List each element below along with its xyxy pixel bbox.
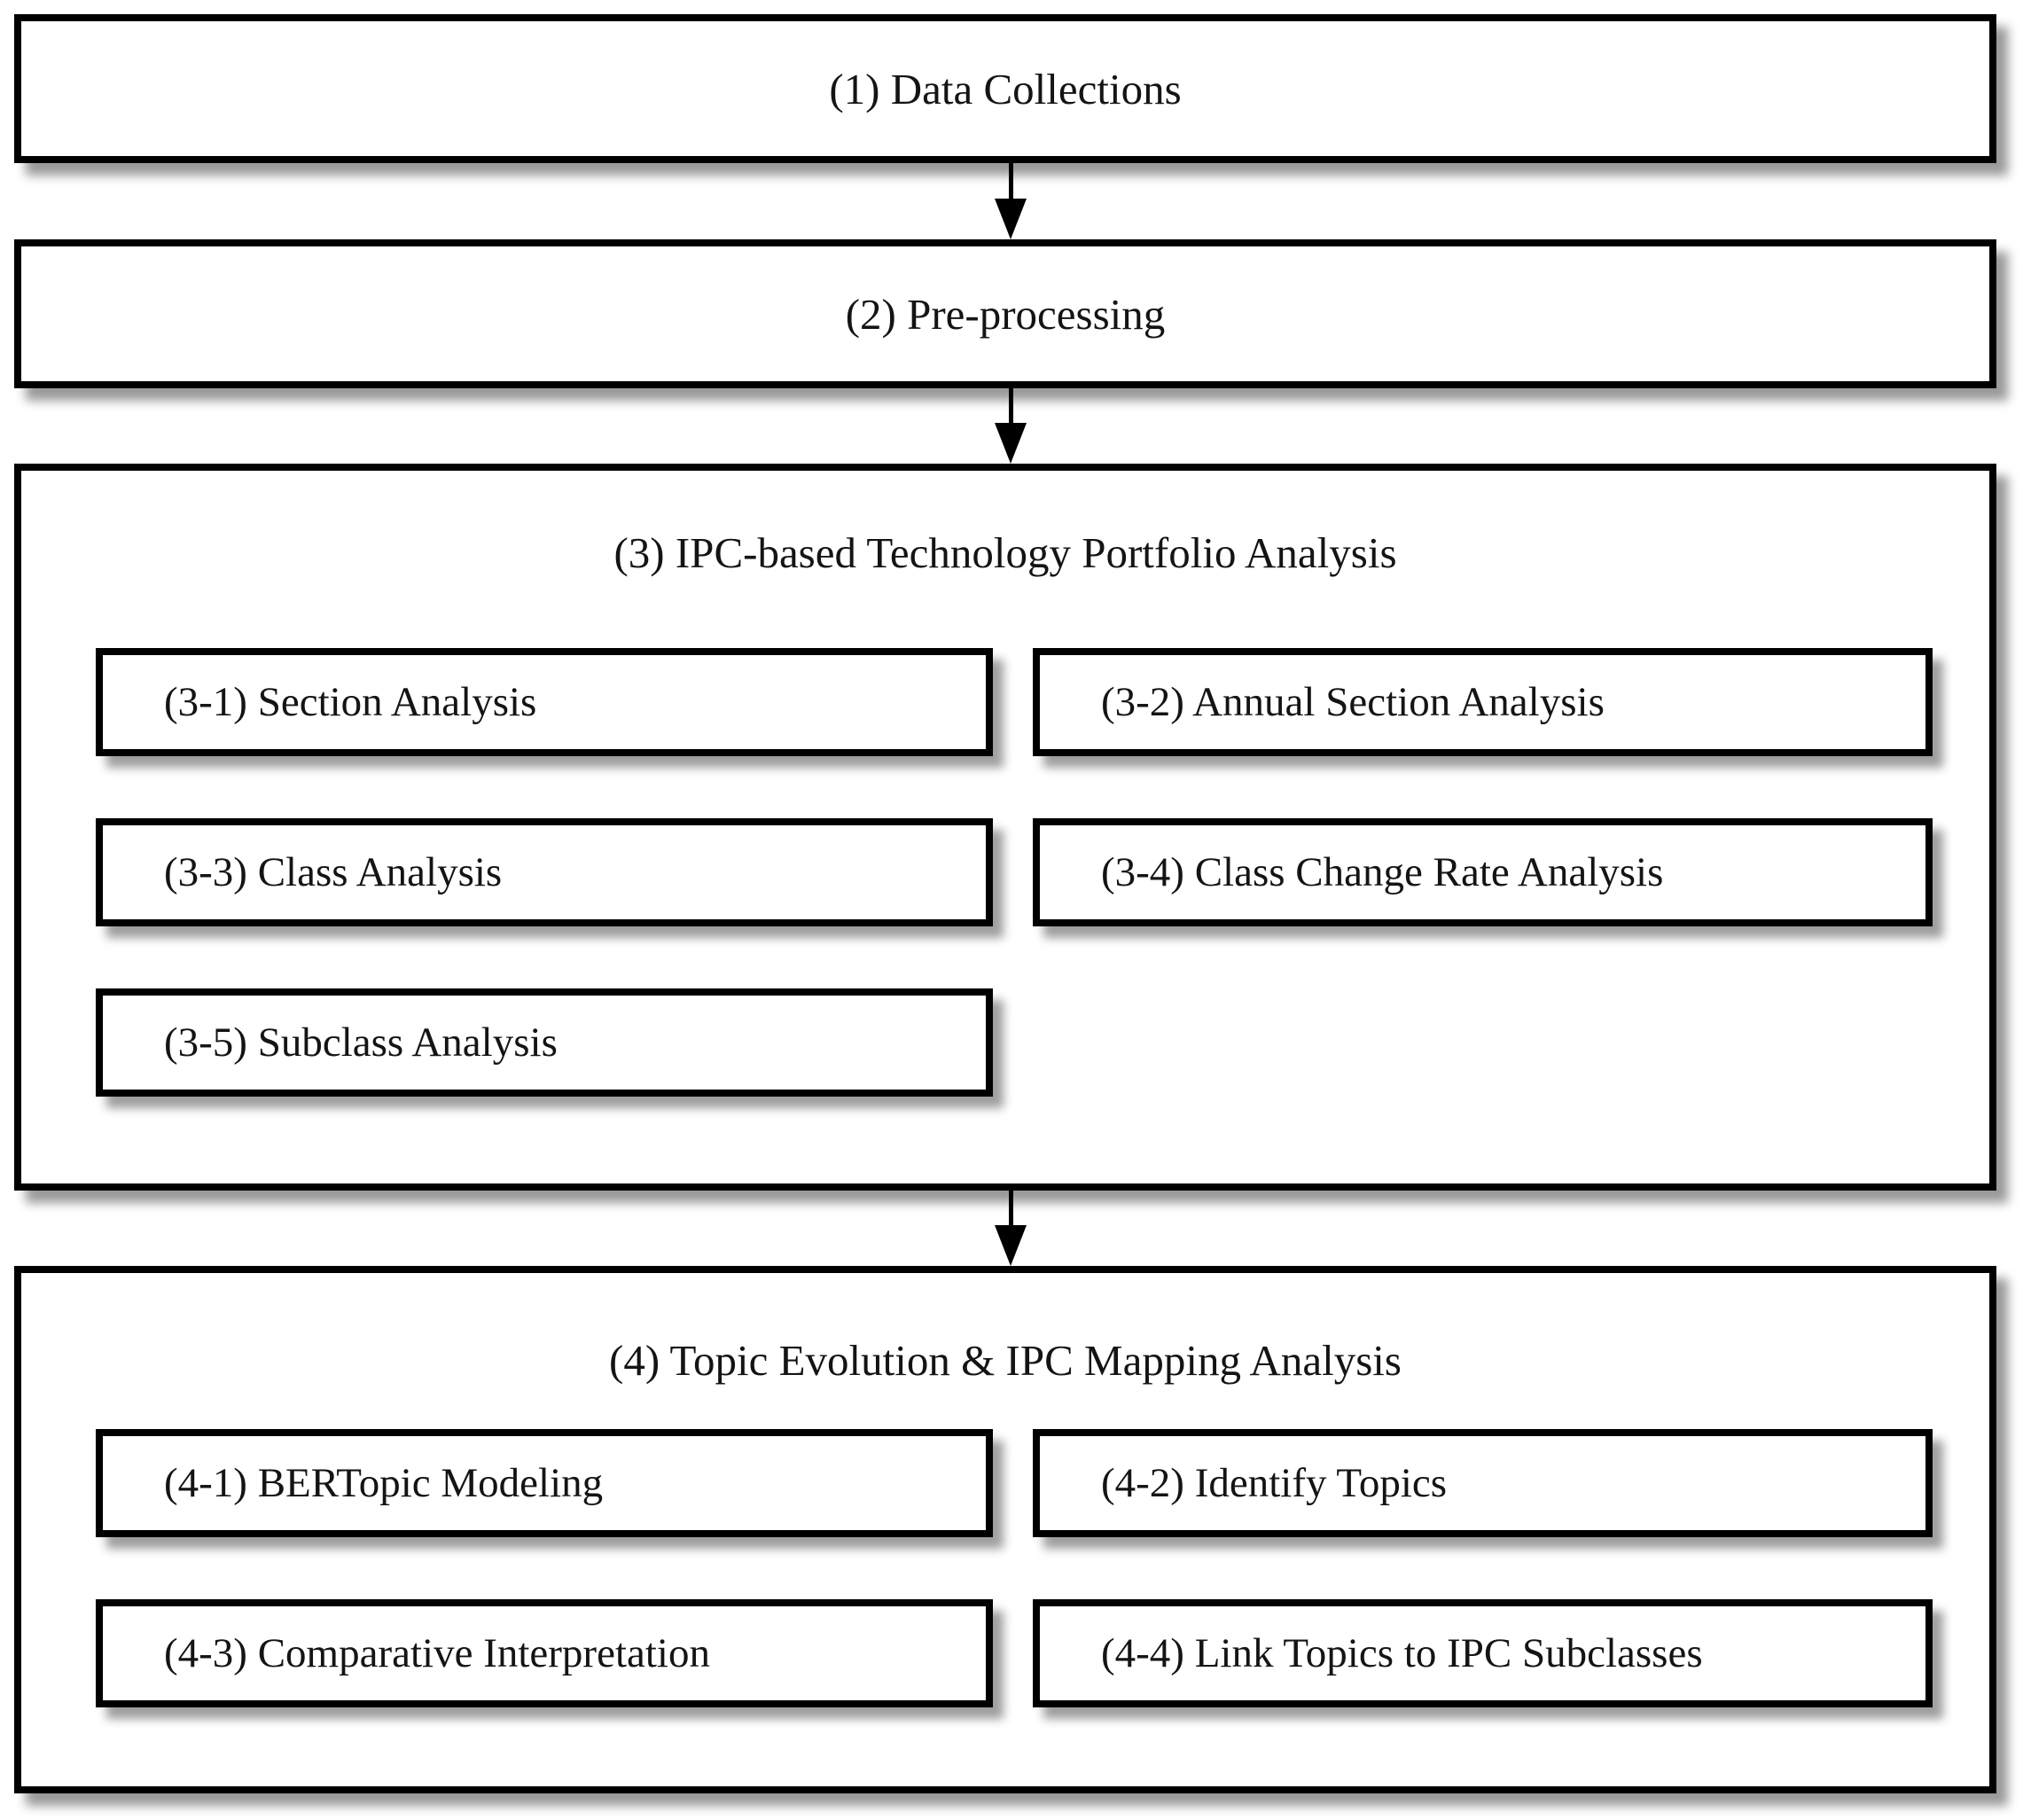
sub-box-label: (3-3) Class Analysis [164,849,503,895]
sub-box-label: (3-2) Annual Section Analysis [1101,679,1605,725]
sub-box-section-analysis: (3-1) Section Analysis [96,648,993,756]
arrow-shaft [1009,1191,1013,1230]
arrow-shaft [1009,388,1013,428]
sub-box-annual-section-analysis: (3-2) Annual Section Analysis [1033,648,1933,756]
sub-box-subclass-analysis: (3-5) Subclass Analysis [96,988,993,1097]
sub-box-label: (4-2) Identify Topics [1101,1460,1448,1506]
arrow-shaft [1009,163,1013,204]
arrow-head-icon [995,199,1027,239]
arrow-down-icon [995,163,1027,239]
sub-box-label: (3-5) Subclass Analysis [164,1019,558,1066]
step-box-pre-processing: (2) Pre-processing [14,239,1996,388]
sub-box-identify-topics: (4-2) Identify Topics [1033,1429,1933,1537]
arrow-head-icon [995,1225,1027,1266]
sub-box-link-topics-to-ipc-subclasses: (4-4) Link Topics to IPC Subclasses [1033,1599,1933,1707]
step-label: (1) Data Collections [829,64,1182,113]
section-title: (4) Topic Evolution & IPC Mapping Analys… [609,1336,1402,1385]
sub-box-bertopic-modeling: (4-1) BERTopic Modeling [96,1429,993,1537]
sub-box-class-analysis: (3-3) Class Analysis [96,818,993,926]
arrow-down-icon [995,388,1027,464]
step-box-topic-evolution-ipc-mapping: (4) Topic Evolution & IPC Mapping Analys… [14,1266,1996,1793]
sub-box-label: (3-1) Section Analysis [164,679,537,725]
sub-box-label: (3-4) Class Change Rate Analysis [1101,849,1664,895]
arrow-head-icon [995,423,1027,464]
sub-box-label: (4-3) Comparative Interpretation [164,1630,710,1676]
step-box-ipc-portfolio-analysis: (3) IPC-based Technology Portfolio Analy… [14,464,1996,1191]
step-box-data-collections: (1) Data Collections [14,14,1996,163]
sub-box-comparative-interpretation: (4-3) Comparative Interpretation [96,1599,993,1707]
step-label: (2) Pre-processing [845,289,1166,339]
sub-box-label: (4-1) BERTopic Modeling [164,1460,604,1506]
sub-box-class-change-rate-analysis: (3-4) Class Change Rate Analysis [1033,818,1933,926]
arrow-down-icon [995,1191,1027,1266]
sub-box-label: (4-4) Link Topics to IPC Subclasses [1101,1630,1703,1676]
section-title: (3) IPC-based Technology Portfolio Analy… [613,528,1397,577]
